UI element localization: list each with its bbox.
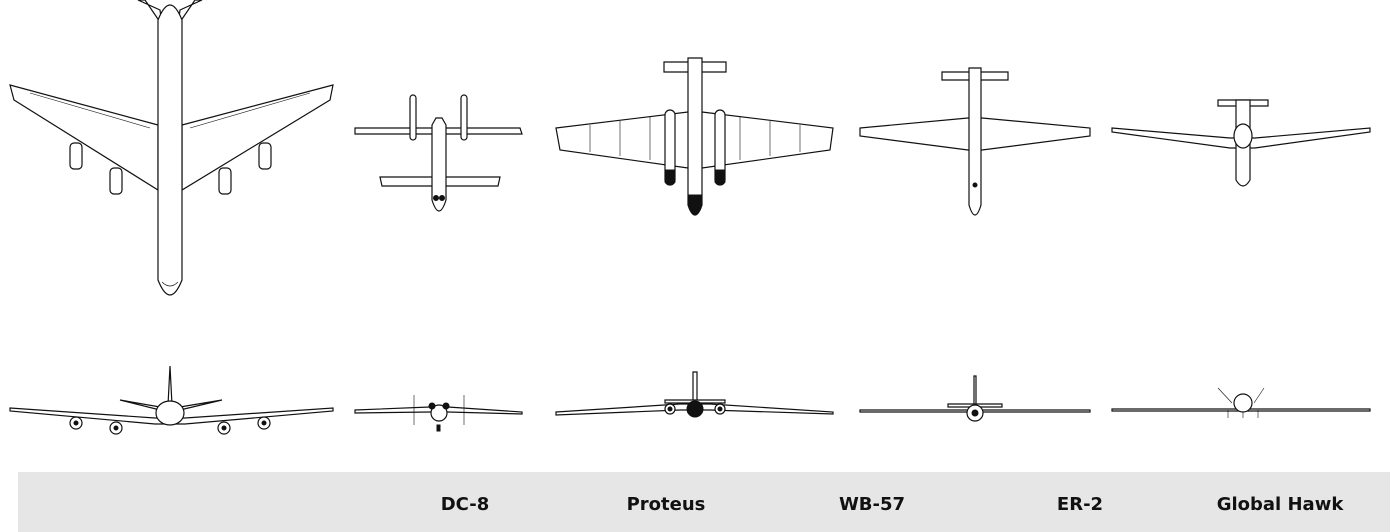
aircraft-3-top-view <box>555 57 834 216</box>
label-wb-57: WB-57 <box>838 494 906 515</box>
label-global-hawk: Global Hawk <box>1216 494 1344 515</box>
label-band <box>18 472 1390 532</box>
label-proteus: Proteus <box>626 494 706 515</box>
aircraft-3-front-view <box>555 371 834 418</box>
label-dc-8: DC-8 <box>440 494 490 515</box>
aircraft-1-top-view <box>9 0 334 296</box>
aircraft-2-top-view <box>354 94 523 212</box>
aircraft-5-front-view <box>1111 387 1371 418</box>
aircraft-4-top-view <box>859 67 1091 216</box>
label-er-2: ER-2 <box>1056 494 1104 515</box>
aircraft-2-front-view <box>354 395 523 432</box>
aircraft-diagram <box>9 0 1371 435</box>
aircraft-5-top-view <box>1111 99 1371 187</box>
aircraft-4-front-view <box>859 375 1091 422</box>
aircraft-1-front-view <box>9 365 334 435</box>
